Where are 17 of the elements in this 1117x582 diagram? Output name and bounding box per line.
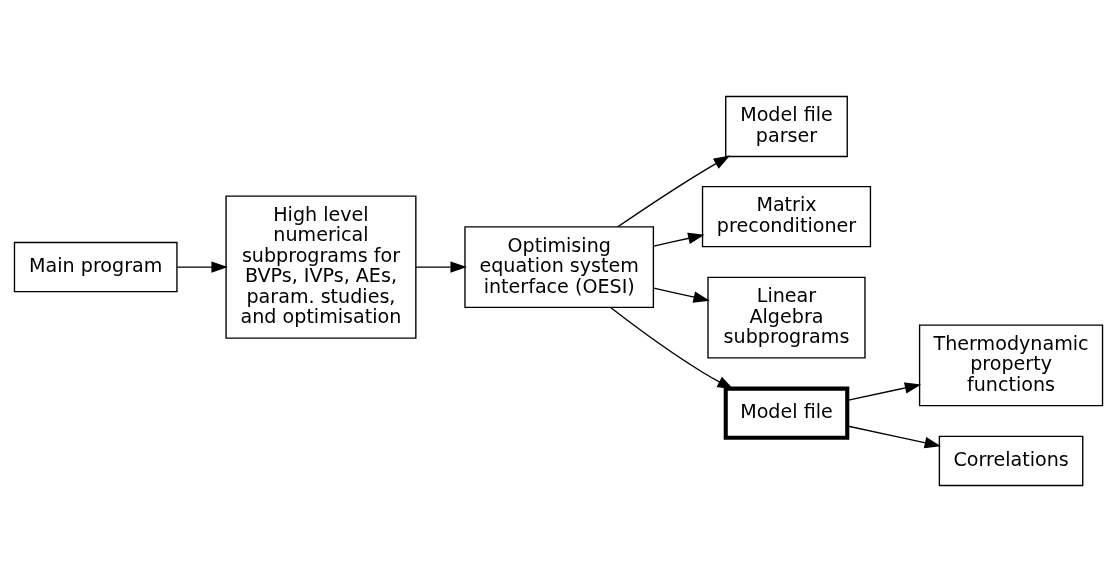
arrow <box>653 287 710 303</box>
arrow <box>415 261 467 273</box>
arrow <box>610 307 734 390</box>
node-box: Linear Algebra subprograms <box>707 276 866 359</box>
arrow <box>653 232 705 247</box>
node-box: Matrix preconditioner <box>701 185 872 248</box>
node-box: Main program <box>13 241 178 293</box>
node-box: Model file parser <box>725 95 848 158</box>
node-box: Thermodynamic property functions <box>918 324 1104 407</box>
node-box: Correlations <box>938 435 1084 487</box>
node-box: High level numerical subprograms for BVPs, IVPs, AEs, param. studies, and optimisation <box>225 195 417 339</box>
arrow <box>846 382 922 402</box>
arrow <box>617 155 731 228</box>
node-box: Model file <box>723 386 850 440</box>
arrow <box>176 261 228 273</box>
node-box: Optimising equation system interface (OESI) <box>464 226 655 309</box>
arrow <box>846 425 942 449</box>
